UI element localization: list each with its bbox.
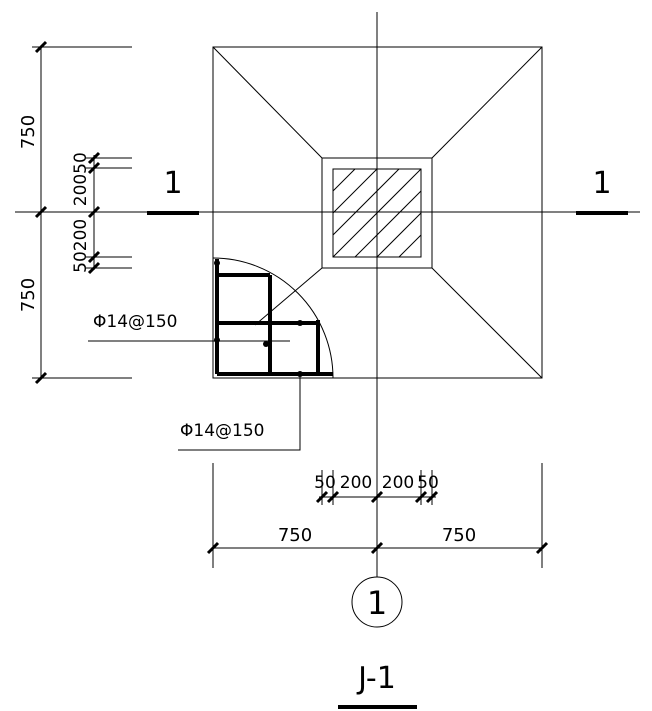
drawing-title: J-1: [356, 661, 396, 696]
leader-lower: [178, 372, 301, 451]
section-mark-left: 1: [163, 166, 182, 201]
rebar-label-upper: Φ14@150: [93, 312, 177, 332]
bottom-dim-200-right: 200: [382, 473, 414, 493]
slope-line-bl: [254, 267, 323, 326]
left-dim-top: 750: [18, 115, 39, 149]
slope-line-tr: [431, 46, 543, 159]
dimension-ticks: [34, 40, 549, 555]
rebar-grid: [215, 259, 333, 376]
left-dim-200-bottom: 200: [71, 219, 91, 251]
bottom-dim-50-left: 50: [314, 473, 336, 493]
bottom-dim-50-right: 50: [417, 473, 439, 493]
rebar-detail-arc: [212, 257, 334, 379]
bottom-dim-200-left: 200: [340, 473, 372, 493]
axis-bubble: [351, 576, 403, 628]
rebar-label-lower: Φ14@150: [180, 421, 264, 441]
slope-line-tl: [212, 46, 323, 159]
axis-bubble-label: 1: [367, 584, 387, 622]
bottom-dim-750-left: 750: [278, 525, 312, 546]
left-dim-bottom: 750: [18, 278, 39, 312]
left-dim-200-top: 200: [71, 174, 91, 206]
rebar-dots: [214, 260, 303, 377]
section-mark-right: 1: [592, 166, 611, 201]
left-dim-50-top: 50: [71, 152, 91, 174]
slope-line-br: [431, 267, 543, 379]
left-dim-50-bottom: 50: [71, 251, 91, 273]
bottom-dim-750-right: 750: [442, 525, 476, 546]
